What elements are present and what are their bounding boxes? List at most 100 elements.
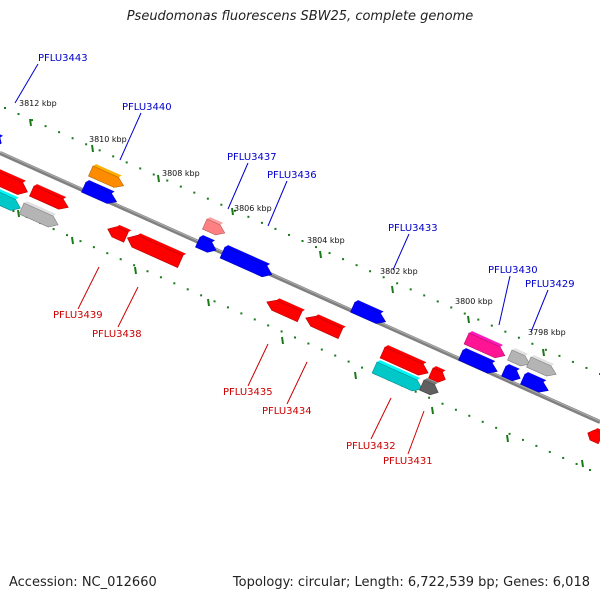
gene-arrow[interactable]	[526, 354, 559, 379]
gene-arrow-bevel	[385, 345, 427, 365]
inner-tick-track-dot	[454, 408, 457, 411]
major-tick	[319, 250, 322, 259]
gene-arrow[interactable]	[0, 132, 4, 147]
outer-tick-track-dot	[4, 107, 6, 109]
gene-arrow-bevel	[424, 378, 438, 385]
gene-arrow[interactable]	[520, 371, 551, 395]
gene-arrow[interactable]	[458, 347, 500, 376]
forward-gene-label[interactable]: PFLU3437	[227, 152, 277, 163]
reverse-label-leader	[286, 361, 308, 405]
gene-arrow-bevel	[207, 217, 224, 225]
major-tick	[542, 348, 545, 357]
inner-tick-track-dot	[186, 288, 189, 291]
minor-tick	[281, 336, 284, 345]
outer-tick-track-dot	[260, 221, 263, 224]
gene-arrow-bevel	[225, 245, 271, 266]
gene-arrow[interactable]	[350, 299, 389, 327]
gene-arrow[interactable]	[125, 229, 186, 268]
gene-arrow[interactable]	[371, 359, 426, 394]
gene-arrow[interactable]	[219, 244, 275, 280]
kbp-label: 3810 kbp	[89, 135, 127, 144]
reverse-gene-label[interactable]: PFLU3431	[383, 456, 433, 467]
gene-arrow[interactable]	[585, 425, 600, 445]
gene-arrow-body	[266, 299, 303, 323]
forward-gene-label[interactable]: PFLU3429	[525, 279, 575, 290]
gene-arrow[interactable]	[88, 163, 127, 191]
outer-tick-track-dot	[585, 366, 588, 369]
gene-arrow-bevel	[525, 372, 547, 383]
gene-arrow[interactable]	[419, 377, 441, 397]
minor-tick	[134, 266, 137, 275]
outer-tick-track-dot	[504, 330, 507, 333]
outer-tick-track-dot	[233, 209, 236, 212]
gene-arrow[interactable]	[81, 179, 120, 207]
gene-arrow-body	[379, 346, 429, 376]
reverse-gene-label[interactable]: PFLU3439	[53, 310, 103, 321]
forward-gene-label[interactable]: PFLU3433	[388, 223, 438, 234]
outer-tick-track-dot	[247, 215, 250, 218]
gene-arrow-body	[350, 301, 387, 324]
gene-arrow[interactable]	[264, 294, 305, 323]
gene-arrow-body	[0, 187, 21, 211]
outer-tick-track-dot	[409, 288, 412, 291]
gene-arrow[interactable]	[379, 344, 432, 378]
inner-tick-track-dot	[468, 414, 471, 417]
gene-arrow-bevel	[594, 428, 600, 434]
minor-tick	[71, 236, 74, 245]
forward-label-leader	[14, 63, 39, 104]
outer-tick-track-dot	[382, 276, 385, 279]
inner-tick-track-dot	[508, 432, 511, 435]
forward-gene-label[interactable]: PFLU3430	[488, 265, 538, 276]
gene-arrow[interactable]	[18, 200, 62, 230]
gene-arrow-bevel	[93, 164, 122, 178]
reverse-gene-label[interactable]: PFLU3435	[223, 387, 273, 398]
gene-arrow-bevel	[469, 331, 504, 347]
reverse-gene-label[interactable]: PFLU3438	[92, 329, 142, 340]
gene-arrow[interactable]	[501, 363, 523, 383]
gene-arrow[interactable]	[303, 310, 346, 339]
reverse-label-leader	[77, 266, 100, 310]
gene-arrow[interactable]	[0, 185, 24, 213]
forward-gene-label[interactable]: PFLU3443	[38, 53, 88, 64]
gene-arrow[interactable]	[463, 330, 508, 361]
gene-arrow-body	[587, 429, 600, 445]
outer-tick-track-dot	[44, 125, 47, 128]
gene-arrow-body	[126, 234, 184, 268]
gene-arrow[interactable]	[29, 183, 71, 212]
forward-label-leader	[267, 180, 288, 227]
gene-arrow-body	[88, 165, 125, 188]
gene-arrow-body	[520, 373, 549, 393]
outer-tick-track-dot	[206, 197, 209, 200]
gene-arrow-body	[305, 315, 344, 339]
gene-arrow-bevel	[116, 224, 132, 233]
gene-arrow[interactable]	[428, 365, 448, 384]
reverse-gene-label[interactable]: PFLU3432	[346, 441, 396, 452]
inner-tick-track-dot	[159, 276, 162, 279]
inner-tick-track-dot	[428, 396, 431, 399]
outer-tick-track-dot	[571, 360, 574, 363]
forward-label-leader	[498, 275, 511, 326]
kbp-label: 3802 kbp	[380, 267, 418, 276]
outer-tick-track-dot	[17, 113, 20, 116]
outer-tick-track-dot	[125, 161, 128, 164]
inner-tick-track-dot	[66, 234, 69, 237]
gene-arrow-body	[371, 361, 423, 392]
outer-tick-track-dot	[369, 270, 372, 273]
gene-arrow-body	[18, 202, 59, 228]
inner-tick-track-dot	[119, 258, 122, 261]
inner-tick-track-dot	[441, 402, 444, 405]
gene-arrow[interactable]	[0, 165, 31, 198]
reverse-gene-label[interactable]: PFLU3434	[262, 406, 312, 417]
gene-arrow[interactable]	[105, 221, 132, 243]
gene-arrow[interactable]	[195, 234, 219, 255]
forward-gene-label[interactable]: PFLU3436	[267, 170, 317, 181]
outer-tick-track-dot	[450, 306, 453, 309]
forward-gene-label[interactable]: PFLU3440	[122, 102, 172, 113]
minor-tick	[17, 209, 20, 218]
kbp-label: 3806 kbp	[234, 204, 272, 213]
gene-arrow-body	[202, 218, 226, 236]
inner-tick-track-dot	[320, 348, 323, 351]
gene-arrow[interactable]	[202, 216, 228, 238]
gene-arrow[interactable]	[507, 347, 533, 369]
